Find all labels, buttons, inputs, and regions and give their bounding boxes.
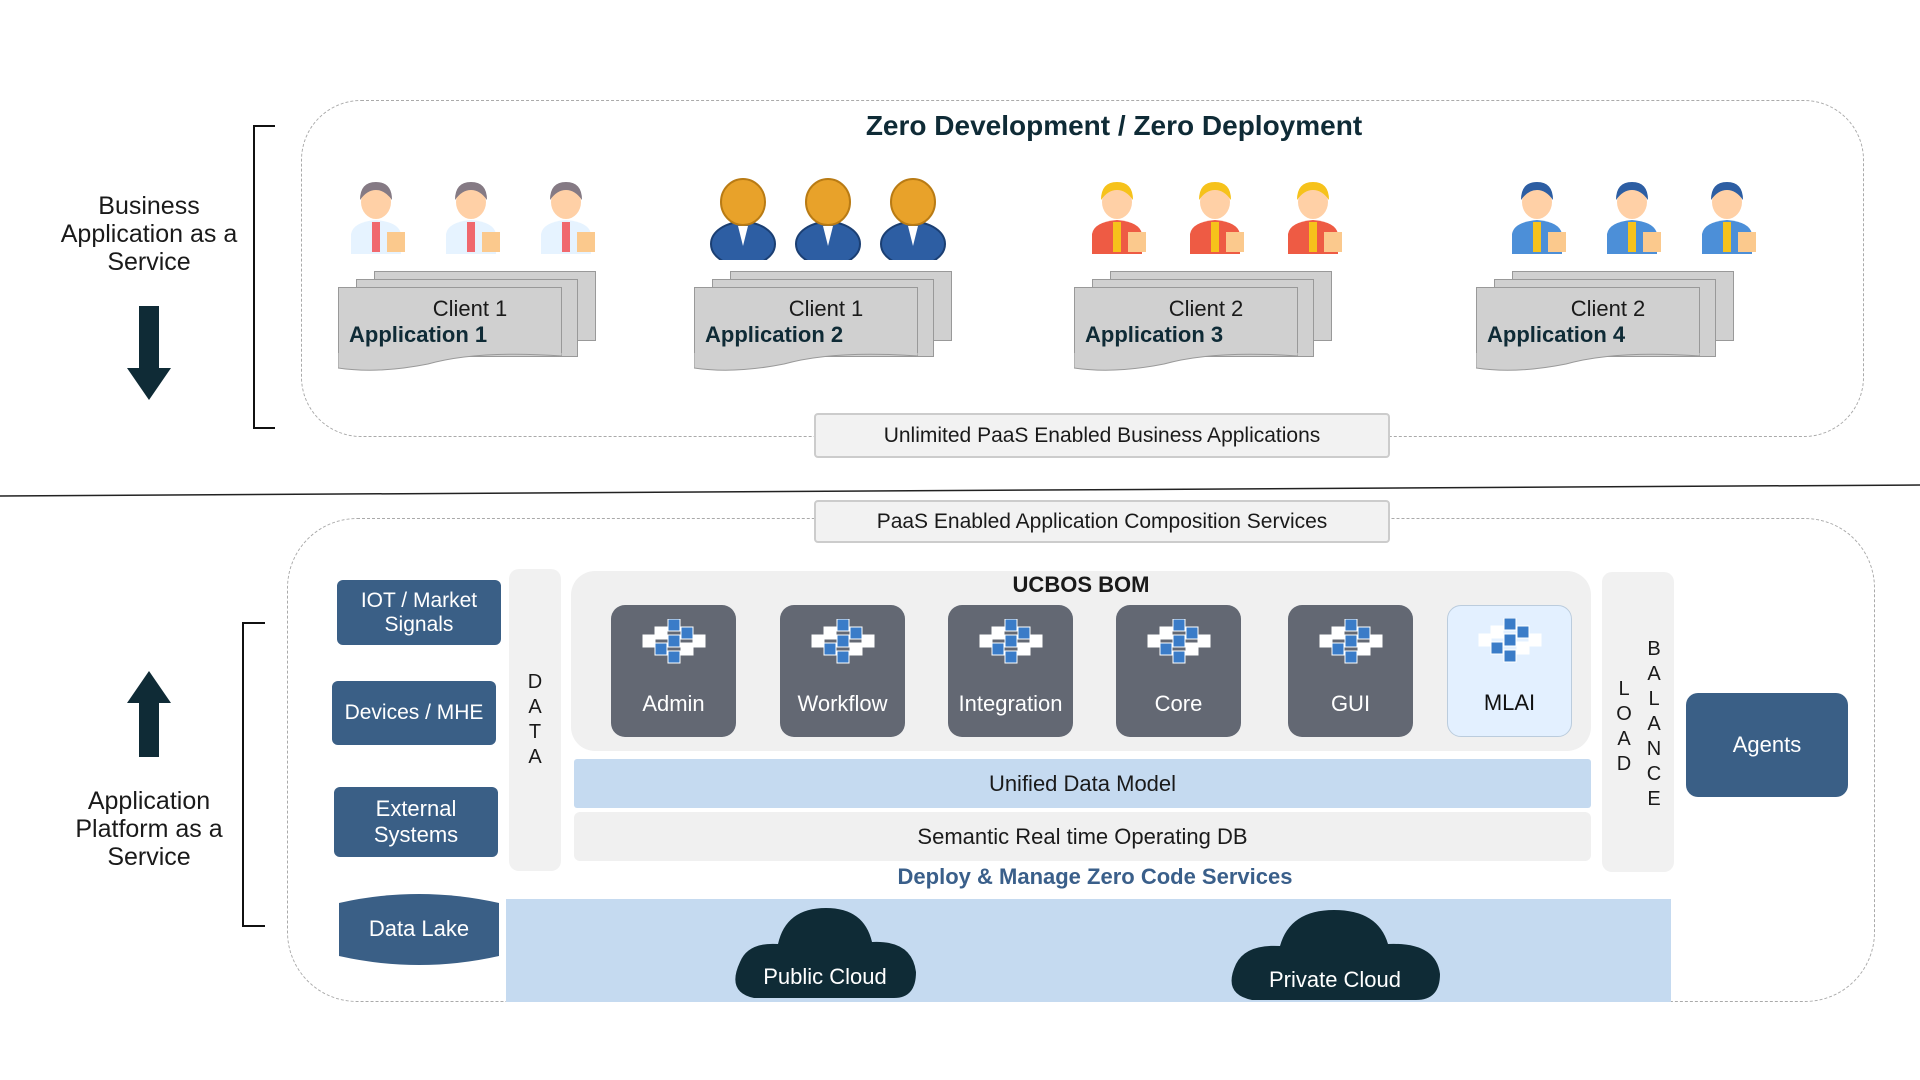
data-lake-cylinder [339,894,499,965]
ucbos-bom-title: UCBOS BOM [1012,572,1150,597]
app-card-3[interactable]: Client 2 Application 3 [1074,287,1298,353]
security-guard-icon [1504,178,1570,259]
module-admin[interactable]: Admin [611,605,736,737]
business-user-icon [880,178,946,267]
source-devices: Devices / MHE [332,681,496,745]
security-guard-icon [1694,178,1760,259]
source-external: External Systems [334,787,498,857]
module-mlai[interactable]: MLAI [1447,605,1572,737]
deploy-label: Deploy & Manage Zero Code Services [897,864,1293,889]
agents-box: Agents [1686,693,1848,797]
unlimited-paas-label: Unlimited PaaS Enabled Business Applicat… [814,413,1390,458]
app-client: Client 1 [788,296,864,321]
source-iot: IOT / Market Signals [337,580,501,645]
public-cloud-label: Public Cloud [763,964,887,989]
module-label: Integration [958,691,1063,716]
top-title: Zero Development / Zero Deployment [865,110,1363,141]
business-app-label: Business Application as a Service [60,192,238,276]
app-name: Application 2 [705,322,844,347]
support-agent-icon [438,178,504,259]
app-name: Application 1 [349,322,488,347]
platform-label: Application Platform as a Service [75,787,223,871]
app-card-2[interactable]: Client 1 Application 2 [694,287,918,353]
module-cube-icon [639,618,709,691]
app-client: Client 1 [432,296,508,321]
app-client: Client 2 [1570,296,1646,321]
module-label: Workflow [797,691,888,716]
section-divider [0,484,1920,497]
public-cloud-icon [735,908,916,998]
composition-services-label: PaaS Enabled Application Composition Ser… [814,500,1390,543]
app-card-wave [338,350,562,371]
support-agent-icon [533,178,599,259]
security-guard-icon [1599,178,1665,259]
app-card-4[interactable]: Client 2 Application 4 [1476,287,1700,353]
cloud-band [506,899,1671,1002]
module-cube-icon [1316,618,1386,691]
support-agent-icon [343,178,409,259]
business-user-icon [710,178,776,267]
module-cube-icon [1475,617,1545,690]
module-workflow[interactable]: Workflow [780,605,905,737]
warehouse-worker-icon [1280,178,1346,259]
load-balance-column: LOAD BALANCE [1602,572,1674,872]
top-bracket [253,125,275,429]
bottom-bracket [242,622,265,927]
app-card-wave [1074,350,1298,371]
module-label: GUI [1330,691,1371,716]
module-label: MLAI [1483,690,1536,715]
arrow-up-icon [127,671,171,757]
app-card-wave [1476,350,1700,371]
source-data-lake: Data Lake [368,916,470,941]
app-client: Client 2 [1168,296,1244,321]
app-name: Application 4 [1487,322,1626,347]
data-column: DATA [509,569,561,871]
load-label: LOAD [1616,678,1632,775]
module-cube-icon [976,618,1046,691]
module-cube-icon [1144,618,1214,691]
module-cube-icon [808,618,878,691]
business-user-icon [795,178,861,267]
data-column-label: DATA [527,671,543,768]
module-integration[interactable]: Integration [948,605,1073,737]
business-apps-region [301,100,1864,437]
private-cloud-label: Private Cloud [1268,967,1402,992]
app-card-wave [694,350,918,371]
module-label: Core [1154,691,1203,716]
ucbos-bom-panel [571,571,1591,751]
semantic-db: Semantic Real time Operating DB [574,812,1591,861]
app-name: Application 3 [1085,322,1224,347]
warehouse-worker-icon [1084,178,1150,259]
unified-data-model: Unified Data Model [574,759,1591,808]
module-core[interactable]: Core [1116,605,1241,737]
module-label: Admin [642,691,705,716]
private-cloud-icon [1231,910,1440,1000]
warehouse-worker-icon [1182,178,1248,259]
arrow-down-icon [127,306,171,400]
module-gui[interactable]: GUI [1288,605,1413,737]
app-card-1[interactable]: Client 1 Application 1 [338,287,562,353]
balance-label: BALANCE [1646,638,1662,810]
